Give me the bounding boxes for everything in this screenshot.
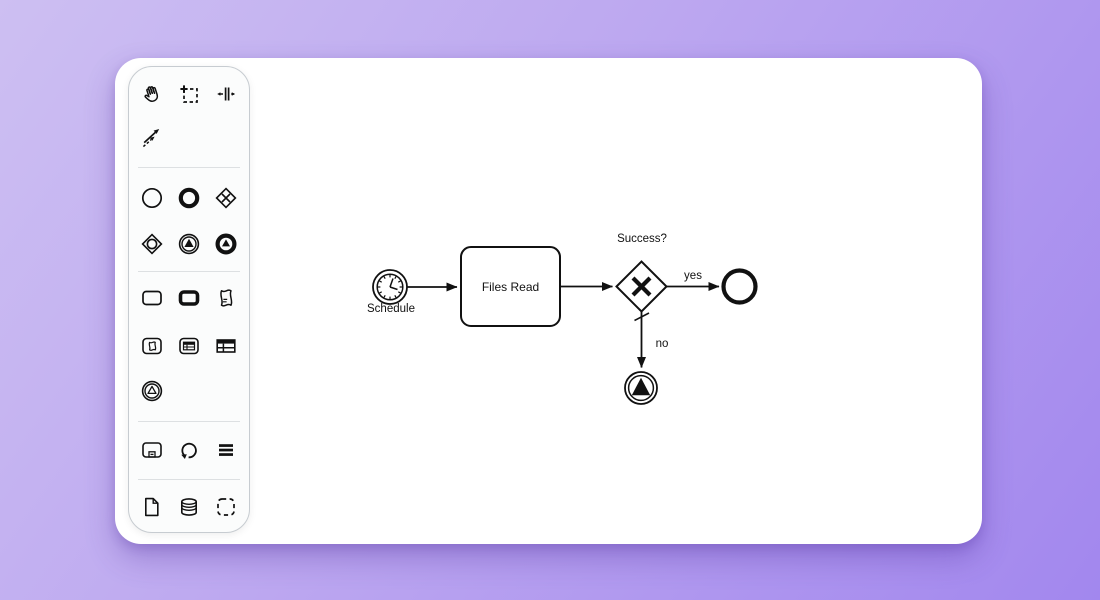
- signal-throw-event-shape[interactable]: [624, 371, 658, 405]
- subprocess-icon: [142, 442, 162, 458]
- inclusive-gateway-icon: [141, 233, 163, 255]
- bpmn-palette: [128, 66, 250, 533]
- create-signal-end-event-button[interactable]: [214, 232, 238, 256]
- data-object-icon: [145, 497, 159, 517]
- timer-start-event-shape[interactable]: Schedule: [367, 269, 415, 315]
- script-icon: [220, 289, 233, 307]
- create-data-object-button[interactable]: [140, 495, 164, 519]
- global-connect-icon: [142, 129, 160, 148]
- global-connect-button[interactable]: [140, 124, 164, 148]
- create-task-button[interactable]: [140, 286, 164, 310]
- palette-row-gateways: [129, 232, 249, 256]
- create-end-event-button[interactable]: [177, 186, 201, 210]
- business-rule-task-icon: [179, 337, 199, 355]
- signal-catch-event-icon: [141, 380, 163, 402]
- create-data-store-button[interactable]: [177, 495, 201, 519]
- create-script-button[interactable]: [214, 286, 238, 310]
- create-business-rule-task-button[interactable]: [177, 334, 201, 358]
- hand-tool-button[interactable]: [140, 82, 164, 106]
- bpmn-diagram: yes no Sched: [367, 233, 758, 405]
- create-subprocess-button[interactable]: [140, 438, 164, 462]
- data-store-icon: [181, 498, 197, 516]
- flow-label-yes: yes: [684, 270, 702, 282]
- flow-label-no: no: [656, 338, 669, 350]
- end-event-shape[interactable]: [721, 268, 758, 305]
- create-exclusive-gateway-button[interactable]: [214, 186, 238, 210]
- script-task-icon: [142, 337, 162, 355]
- palette-separator: [138, 421, 240, 422]
- create-inclusive-gateway-button[interactable]: [140, 232, 164, 256]
- timer-clock-ticks: [377, 274, 403, 300]
- decision-table-icon: [216, 339, 236, 353]
- lasso-tool-button[interactable]: [177, 82, 201, 106]
- task-label: Files Read: [482, 280, 539, 294]
- task-icon: [142, 290, 162, 306]
- loop-marker-icon: [181, 442, 197, 459]
- end-event-icon: [178, 187, 200, 209]
- hand-tool-icon: [144, 86, 159, 102]
- start-event-icon: [141, 187, 163, 209]
- signal-throw-event-icon: [178, 233, 200, 255]
- xor-marker: [631, 276, 652, 297]
- timer-clock-icon: [376, 273, 404, 301]
- create-script-task-button[interactable]: [140, 334, 164, 358]
- exclusive-gateway-icon: [215, 187, 237, 209]
- space-tool-icon: [217, 87, 235, 101]
- create-signal-throw-event-button[interactable]: [177, 232, 201, 256]
- sequential-mi-marker-icon: [219, 444, 233, 456]
- task-shape[interactable]: Files Read: [460, 246, 561, 327]
- exclusive-gateway-shape[interactable]: Success?: [615, 233, 668, 313]
- start-event-label: Schedule: [367, 303, 415, 315]
- default-flow-marker: [634, 312, 650, 322]
- group-icon: [217, 498, 235, 516]
- timer-clock-hands: [389, 278, 398, 291]
- gateway-label: Success?: [617, 233, 667, 245]
- palette-row-data: [129, 495, 249, 519]
- create-decision-table-button[interactable]: [214, 334, 238, 358]
- call-activity-icon: [178, 290, 200, 306]
- create-signal-catch-event-button[interactable]: [140, 379, 164, 403]
- signal-triangle-icon: [631, 377, 651, 396]
- create-start-event-button[interactable]: [140, 186, 164, 210]
- diagram-canvas[interactable]: yes no Sched: [115, 58, 982, 544]
- palette-separator: [138, 479, 240, 480]
- space-tool-button[interactable]: [214, 82, 238, 106]
- palette-row-tools: [129, 82, 249, 106]
- palette-separator: [138, 167, 240, 168]
- lasso-tool-icon: [180, 85, 198, 103]
- palette-row-tasks: [129, 286, 249, 310]
- sequential-mi-marker-button[interactable]: [214, 438, 238, 462]
- signal-end-event-icon: [215, 233, 237, 255]
- sequence-flow-no[interactable]: no: [634, 311, 669, 368]
- palette-row-catch: [129, 379, 249, 403]
- sequence-flow-yes[interactable]: yes: [666, 270, 720, 291]
- palette-row-events: [129, 186, 249, 210]
- palette-row-markers: [129, 438, 249, 462]
- palette-separator: [138, 271, 240, 272]
- palette-row-connect: [129, 124, 249, 148]
- create-group-button[interactable]: [214, 495, 238, 519]
- create-call-activity-button[interactable]: [177, 286, 201, 310]
- loop-marker-button[interactable]: [177, 438, 201, 462]
- palette-row-typed-tasks: [129, 334, 249, 358]
